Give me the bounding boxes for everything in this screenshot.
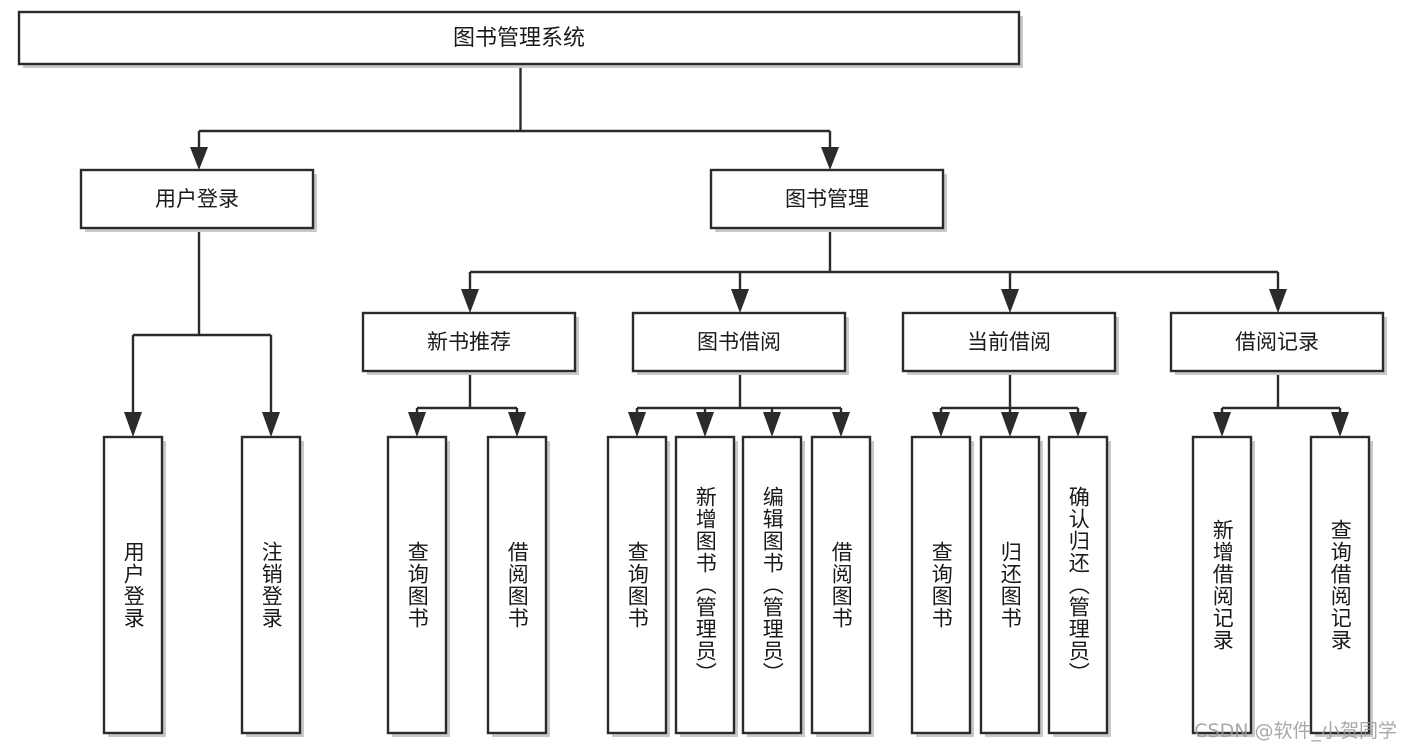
arrow-record-leaf1-icon [1213, 412, 1231, 437]
arrow-book-c4-icon [1269, 289, 1287, 313]
connector-layer [124, 67, 1349, 437]
arrow-new-leaf2-icon [508, 412, 526, 437]
leaf-node-current-query-book-box[interactable] [910, 435, 972, 735]
root-node-box[interactable] [17, 10, 1021, 66]
arrow-borrow-leaf2-icon [696, 412, 714, 437]
arrow-current-leaf1-icon [932, 412, 950, 437]
arrow-current-leaf3-icon [1069, 412, 1087, 437]
leaf-node-borrow-query-book-box[interactable] [606, 435, 668, 735]
arrow-borrow-leaf1-icon [628, 412, 646, 437]
level3-node-current-borrow-label: 当前借阅 [967, 330, 1051, 354]
leaf-node-confirm-return-admin-box[interactable] [1047, 435, 1109, 735]
arrow-user-leaf1-icon [124, 412, 142, 437]
leaf-node-new-borrow-book-box[interactable] [486, 435, 548, 735]
level2-node-book-mgmt-box[interactable] [709, 168, 945, 230]
leaf-node-return-book-box[interactable] [979, 435, 1041, 735]
leaf-node-new-query-book-box[interactable] [386, 435, 448, 735]
level3-node-borrow-record-box[interactable] [1169, 311, 1385, 373]
leaf-node-borrow-book-box[interactable] [810, 435, 872, 735]
level2-node-user-login-box[interactable] [79, 168, 315, 230]
level3-node-new-book-label: 新书推荐 [427, 330, 511, 354]
leaf-node-edit-book-admin-box[interactable] [741, 435, 803, 735]
arrow-root-to-book-icon [821, 147, 839, 170]
leaf-node-user-login-box[interactable] [102, 435, 164, 735]
level2-node-book-mgmt-label: 图书管理 [785, 187, 869, 211]
node-layer: 图书管理系统 用户登录 图书管理 新书推荐 图书借阅 当前借阅 借阅记录 [17, 10, 1387, 737]
level2-node-user-login-label: 用户登录 [155, 187, 239, 211]
arrow-root-to-user-icon [190, 147, 208, 170]
arrow-record-leaf2-icon [1331, 412, 1349, 437]
csdn-watermark: CSDN @软件_小贺同学 [1194, 720, 1397, 742]
leaf-node-logout-box[interactable] [240, 435, 302, 735]
arrow-user-leaf2-icon [262, 412, 280, 437]
leaf-node-add-borrow-record-box[interactable] [1191, 435, 1253, 735]
level3-node-current-borrow-box[interactable] [901, 311, 1117, 373]
leaf-node-add-book-admin-box[interactable] [674, 435, 736, 735]
arrow-new-leaf1-icon [408, 412, 426, 437]
arrow-book-c1-icon [461, 289, 479, 313]
leaf-node-query-borrow-record-box[interactable] [1309, 435, 1371, 735]
arrow-borrow-leaf4-icon [832, 412, 850, 437]
arrow-current-leaf2-icon [1001, 412, 1019, 437]
level3-node-book-borrow-box[interactable] [631, 311, 847, 373]
level3-node-new-book-box[interactable] [361, 311, 577, 373]
arrow-borrow-leaf3-icon [763, 412, 781, 437]
level3-node-borrow-record-label: 借阅记录 [1235, 330, 1319, 354]
level3-node-book-borrow-label: 图书借阅 [697, 330, 781, 354]
arrow-book-c2-icon [731, 289, 749, 313]
root-node-label: 图书管理系统 [453, 26, 585, 51]
arrow-book-c3-icon [1001, 289, 1019, 313]
